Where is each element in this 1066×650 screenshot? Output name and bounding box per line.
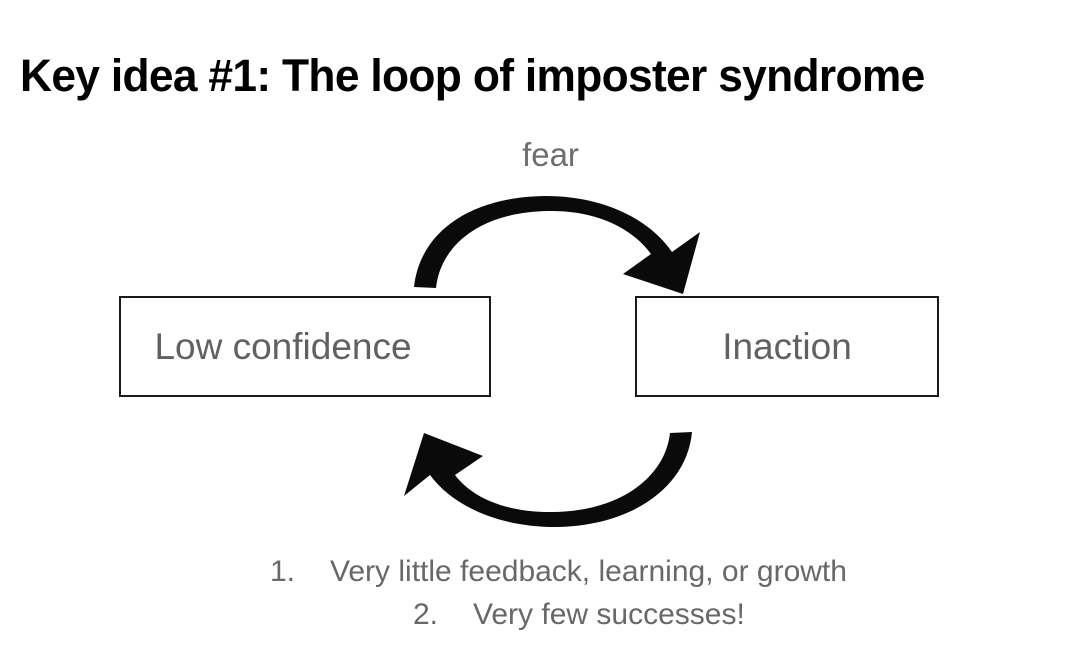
page-title: Key idea #1: The loop of imposter syndro… [20, 50, 925, 102]
list-item-number: 2. [413, 598, 439, 631]
node-inaction[interactable]: Inaction [635, 296, 939, 397]
arrow-inaction-to-low-confidence [404, 432, 692, 527]
node-low-confidence[interactable]: Low confidence [119, 296, 491, 397]
list-item: 2. Very few successes! [0, 593, 1066, 636]
edge-label-fear: fear [522, 136, 579, 173]
node-inaction-label: Inaction [722, 325, 852, 367]
list-item-number: 1. [270, 555, 296, 588]
list-item-text: Very little feedback, learning, or growt… [330, 555, 847, 588]
arrow-low-confidence-to-inaction [414, 196, 700, 294]
outcome-list: 1. Very little feedback, learning, or gr… [0, 550, 1066, 636]
node-low-confidence-label: Low confidence [154, 325, 412, 367]
list-item: 1. Very little feedback, learning, or gr… [0, 550, 1066, 593]
list-item-text: Very few successes! [473, 598, 745, 631]
